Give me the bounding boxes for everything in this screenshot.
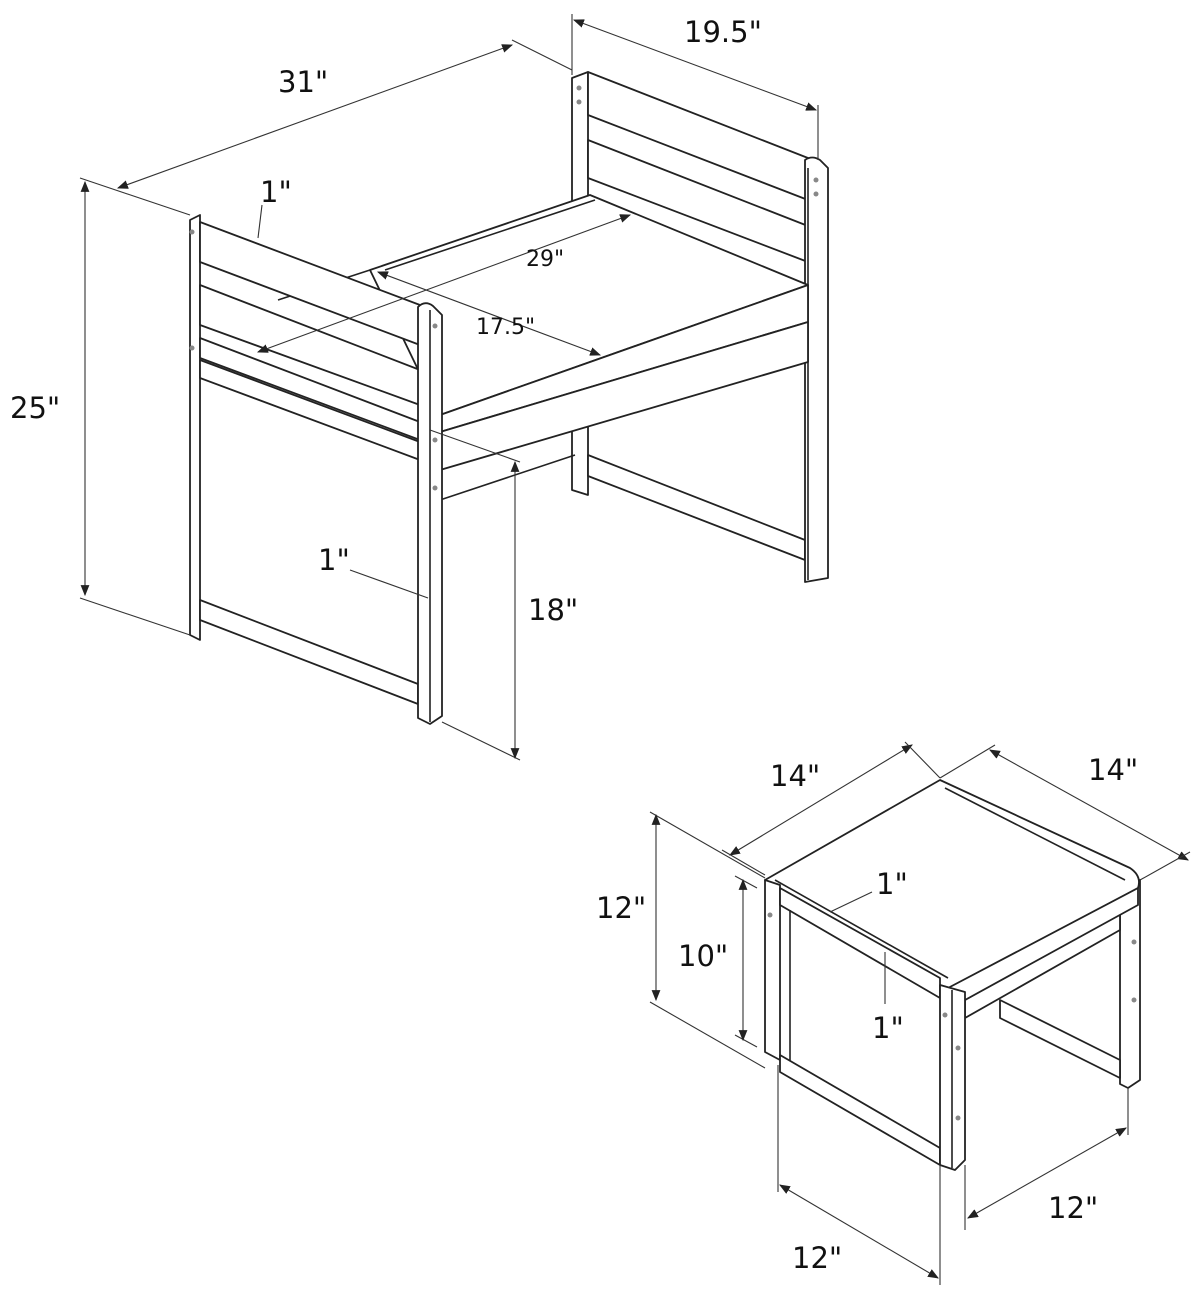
stool-width-label: 14" [770, 759, 820, 793]
bench-depth-label: 19.5" [684, 15, 762, 49]
bench-seat-depth-label: 17.5" [476, 315, 535, 340]
stool-rail-thickness-label: 1" [872, 1011, 904, 1045]
stool-depth-label: 14" [1088, 753, 1138, 787]
bench-seat-height-label: 18" [528, 593, 578, 627]
stool-height-label: 12" [596, 891, 646, 925]
stool-dimensions [649, 741, 1191, 1285]
stool-top-thickness-label: 1" [876, 867, 908, 901]
bench-post-thickness-label: 1" [318, 543, 350, 577]
bench-drawing: 31" 19.5" 25" 18" 29" 17.5" 1" 1" [10, 14, 829, 761]
bench-dimensions [79, 14, 819, 761]
stool-drawing: 14" 14" 12" 10" 1" 1" 12" 12" [596, 741, 1191, 1285]
bench-length-label: 31" [278, 65, 328, 99]
stool-leg-span-front-label: 12" [792, 1241, 842, 1275]
bench-seat-length-label: 29" [526, 247, 564, 272]
stool-inner-height-label: 10" [678, 939, 728, 973]
bench-rail-thickness-label: 1" [260, 175, 292, 209]
stool-leg-span-side-label: 12" [1048, 1191, 1098, 1225]
bench-height-label: 25" [10, 391, 60, 425]
